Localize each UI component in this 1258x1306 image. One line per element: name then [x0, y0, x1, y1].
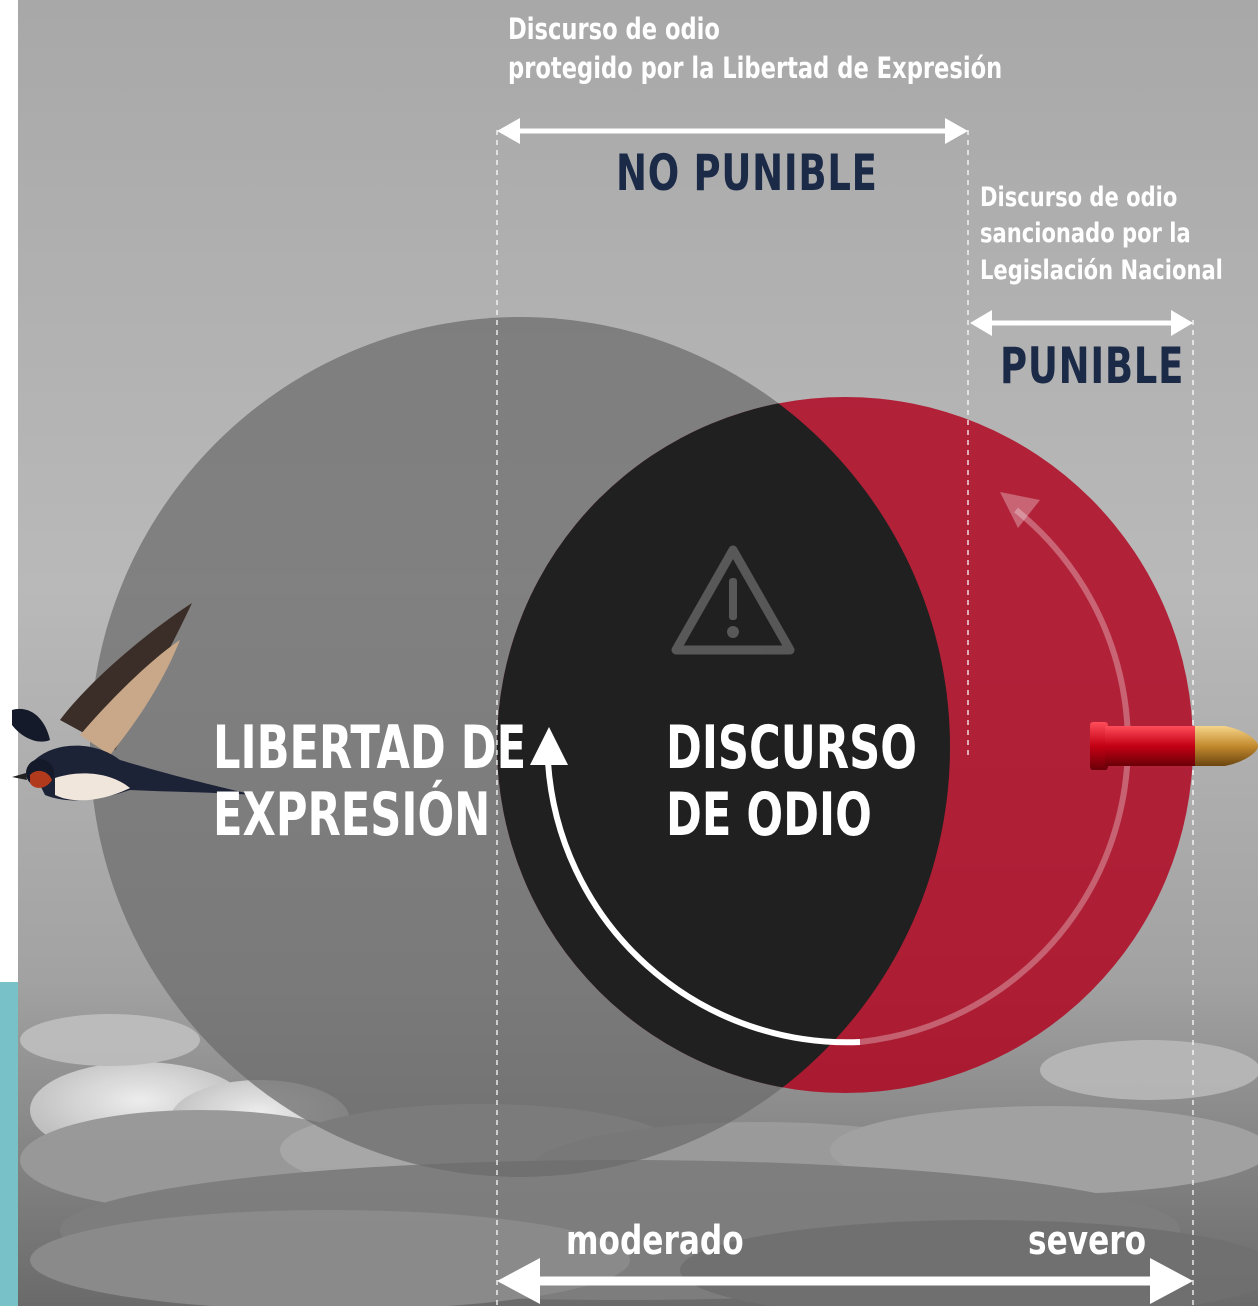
right-note: Discurso de odio sancionado por la Legis… [980, 180, 1223, 289]
warning-icon [671, 545, 795, 655]
discurso-label-line-1: DISCURSO [666, 713, 917, 783]
libertad-circle-label: LIBERTAD DE EXPRESIÓN [213, 713, 527, 851]
punible-range-arrow [970, 310, 1193, 336]
left-margin [0, 0, 18, 1306]
top-note-line-1: Discurso de odio [508, 12, 720, 46]
libertad-label-line-1: LIBERTAD DE [213, 713, 527, 783]
right-note-line-3: Legislación Nacional [980, 254, 1223, 286]
escalation-curve-arrow [530, 492, 1131, 1046]
teal-accent-bar [0, 982, 18, 1306]
right-note-line-1: Discurso de odio [980, 182, 1178, 213]
discurso-label-line-2: DE ODIO [666, 780, 872, 851]
overlap-region [497, 397, 950, 1093]
right-note-line-2: sancionado por la [980, 218, 1191, 250]
scale-severo-label: severo [1028, 1218, 1147, 1264]
bullet-icon [1090, 722, 1258, 770]
discurso-circle-label: DISCURSO DE ODIO [666, 713, 917, 851]
scale-moderado-label: moderado [566, 1218, 744, 1264]
top-note: Discurso de odio protegido por la Libert… [508, 10, 1002, 88]
no-punible-range-arrow [497, 118, 968, 144]
severity-scale-arrow [497, 1258, 1193, 1304]
libertad-label-line-2: EXPRESIÓN [213, 780, 491, 851]
swallow-bird-icon [12, 603, 255, 801]
top-note-line-2: protegido por la Libertad de Expresión [508, 51, 1003, 86]
punible-label: PUNIBLE [1000, 337, 1185, 395]
no-punible-label: NO PUNIBLE [616, 144, 878, 202]
